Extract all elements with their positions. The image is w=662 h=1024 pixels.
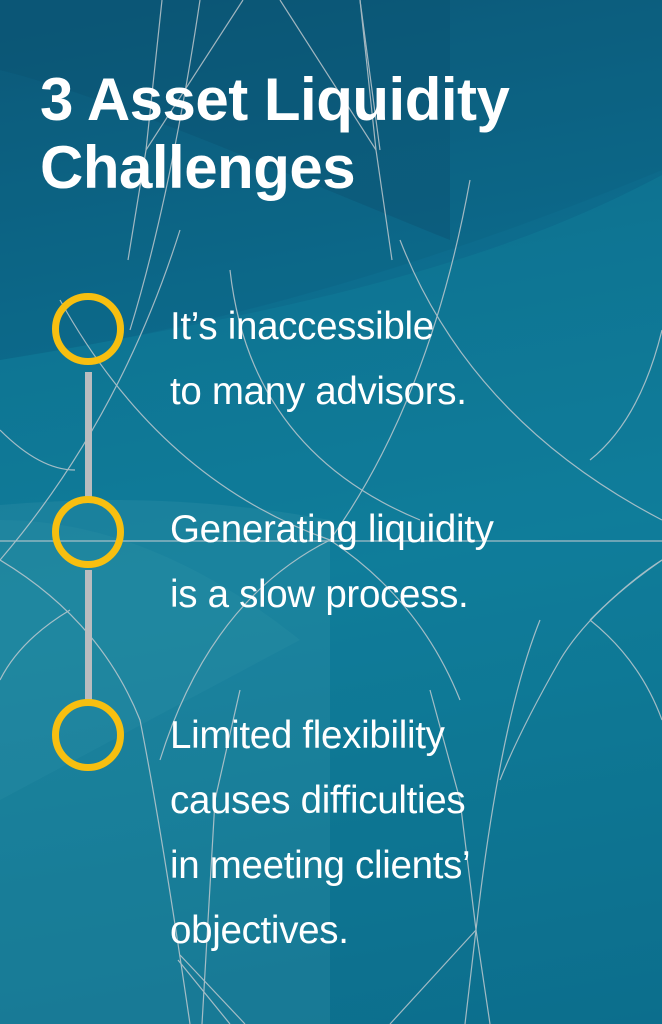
challenge-3-line-2: causes difficulties — [170, 779, 466, 822]
challenge-3-line-1: Limited flexibility — [170, 714, 445, 757]
challenge-3-line-4: objectives. — [170, 909, 349, 952]
timeline-connector-2 — [85, 570, 92, 702]
challenge-1-line-2: to many advisors. — [170, 370, 467, 413]
title-line-2: Challenges — [40, 134, 356, 201]
page-title: 3 Asset Liquidity Challenges — [40, 66, 640, 202]
challenge-item-1: It’s inaccessible to many advisors. — [170, 294, 467, 424]
challenge-item-2: Generating liquidity is a slow process. — [170, 497, 494, 627]
challenge-2-line-1: Generating liquidity — [170, 508, 494, 551]
ring-marker-icon — [52, 699, 124, 771]
challenge-item-3: Limited flexibility causes difficulties … — [170, 703, 471, 963]
challenge-1-line-1: It’s inaccessible — [170, 305, 434, 348]
timeline-connector-1 — [85, 372, 92, 502]
ring-marker-icon — [52, 293, 124, 365]
ring-marker-icon — [52, 496, 124, 568]
challenge-3-line-3: in meeting clients’ — [170, 844, 471, 887]
title-line-1: 3 Asset Liquidity — [40, 66, 510, 133]
challenge-2-line-2: is a slow process. — [170, 573, 469, 616]
